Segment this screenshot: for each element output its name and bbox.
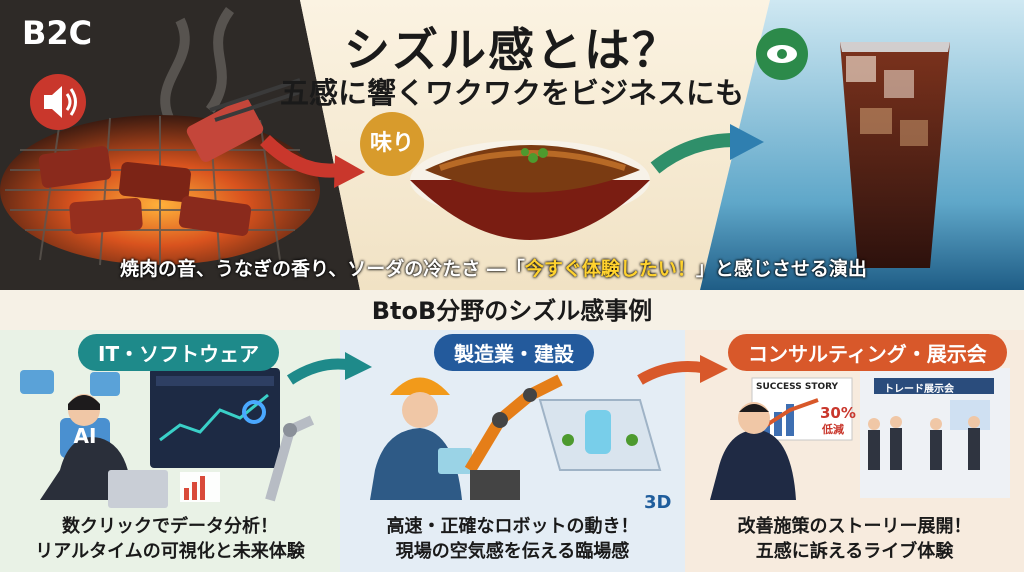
ai-label: AI	[73, 424, 97, 448]
worker	[370, 428, 462, 500]
arrow-right-icon	[345, 352, 372, 380]
meat	[38, 98, 264, 236]
industrial-robot	[464, 374, 563, 474]
consult-caption-line2: 五感に訴えるライブ体験	[755, 541, 954, 562]
board-stat: 30%	[820, 404, 856, 422]
consult-caption-line1: 改善施策のストーリー展開！	[737, 516, 972, 537]
mfg-tag: 製造業・建設	[434, 334, 594, 371]
booth-sign: トレード展示会	[884, 384, 954, 395]
taste-badge: 味り	[360, 112, 424, 176]
bowl	[410, 180, 650, 240]
b2c-banner: 焼肉の音、うなぎの香り、ソーダの冷たさ ―「今すぐ体験したい！」と感じさせる演出	[120, 254, 867, 281]
b2c-badge: B2C	[22, 14, 93, 52]
it-caption-line1: 数クリックでデータ分析！	[62, 516, 278, 537]
arrow-right-icon	[700, 355, 728, 383]
consult-caption: 改善施策のストーリー展開！ 五感に訴えるライブ体験	[685, 514, 1024, 564]
presenter	[710, 429, 796, 500]
page-title: シズル感とは？	[344, 23, 680, 77]
mfg-caption: 高速・正確なロボットの動き！ 現場の空気感を伝える臨場感	[340, 514, 685, 564]
hardhat	[390, 377, 450, 395]
page-subtitle: 五感に響くワクワクをビジネスにも	[279, 76, 744, 110]
mfg-caption-line2: 現場の空気感を伝える臨場感	[395, 541, 630, 562]
banner-text-before: 焼肉の音、うなぎの香り、ソーダの冷たさ ―「	[120, 258, 525, 280]
it-caption: 数クリックでデータ分析！ リアルタイムの可視化と未来体験	[0, 514, 340, 564]
tablet	[438, 448, 472, 474]
btob-section-title: BtoB分野のシズル感事例	[371, 297, 653, 325]
arrow-right-icon	[334, 155, 365, 188]
gear-icon	[90, 372, 120, 396]
soda-glass	[840, 42, 950, 268]
dashboard-screen	[150, 368, 280, 468]
smoke	[160, 7, 235, 123]
mfg-caption-line1: 高速・正確なロボットの動き！	[386, 516, 639, 537]
banner-text-after: 」と感じさせる演出	[695, 258, 867, 280]
laptop	[108, 470, 168, 508]
board-title: SUCCESS STORY	[756, 382, 839, 392]
3d-badge: 3D	[644, 492, 672, 513]
consult-tag: コンサルティング・展示会	[728, 334, 1007, 371]
it-caption-line2: リアルタイムの可視化と未来体験	[35, 541, 305, 562]
chart-icon	[20, 370, 54, 394]
it-tag: IT・ソフトウェア	[78, 334, 280, 371]
banner-highlight: 今すぐ体験したい！	[524, 258, 696, 280]
arrow-right-icon	[730, 124, 764, 160]
board-stat-sub: 低減	[822, 423, 844, 436]
